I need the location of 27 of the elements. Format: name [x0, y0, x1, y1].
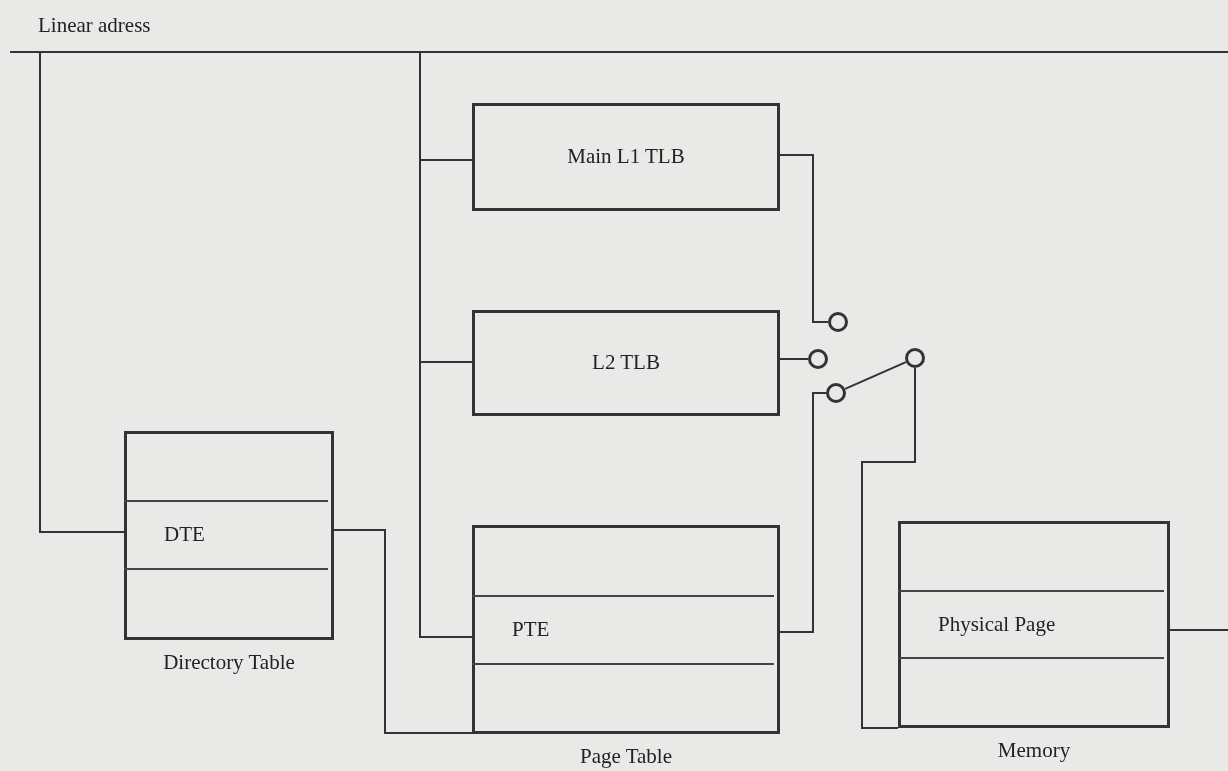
- connector-line: [779, 358, 809, 360]
- connector-line: [333, 529, 473, 734]
- connector-line: [1169, 629, 1228, 631]
- switch-lever: [844, 361, 907, 390]
- switch-contact: [826, 383, 846, 403]
- tlb-box: [472, 310, 780, 416]
- table-row: [124, 500, 328, 570]
- row-label: DTE: [164, 521, 205, 549]
- switch-contact: [808, 349, 828, 369]
- tlb-box: [472, 103, 780, 211]
- table-row: [472, 595, 774, 665]
- table-row: [898, 590, 1164, 659]
- connector-line: [39, 52, 125, 533]
- row-label: Physical Page: [938, 610, 1056, 638]
- connector-line: [779, 392, 827, 633]
- switch-contact: [828, 312, 848, 332]
- table-caption: Page Table: [580, 745, 672, 767]
- connector-line: [419, 52, 473, 638]
- table-caption: Memory: [997, 739, 1071, 761]
- connector-line: [779, 154, 829, 323]
- switch-pivot: [905, 348, 925, 368]
- box-label: L2 TLB: [592, 349, 660, 377]
- box-label: Main L1 TLB: [567, 143, 685, 171]
- bus-label: Linear adress: [38, 12, 151, 39]
- row-label: PTE: [512, 616, 550, 644]
- table-caption: Directory Table: [163, 651, 295, 673]
- connector-line: [861, 367, 916, 729]
